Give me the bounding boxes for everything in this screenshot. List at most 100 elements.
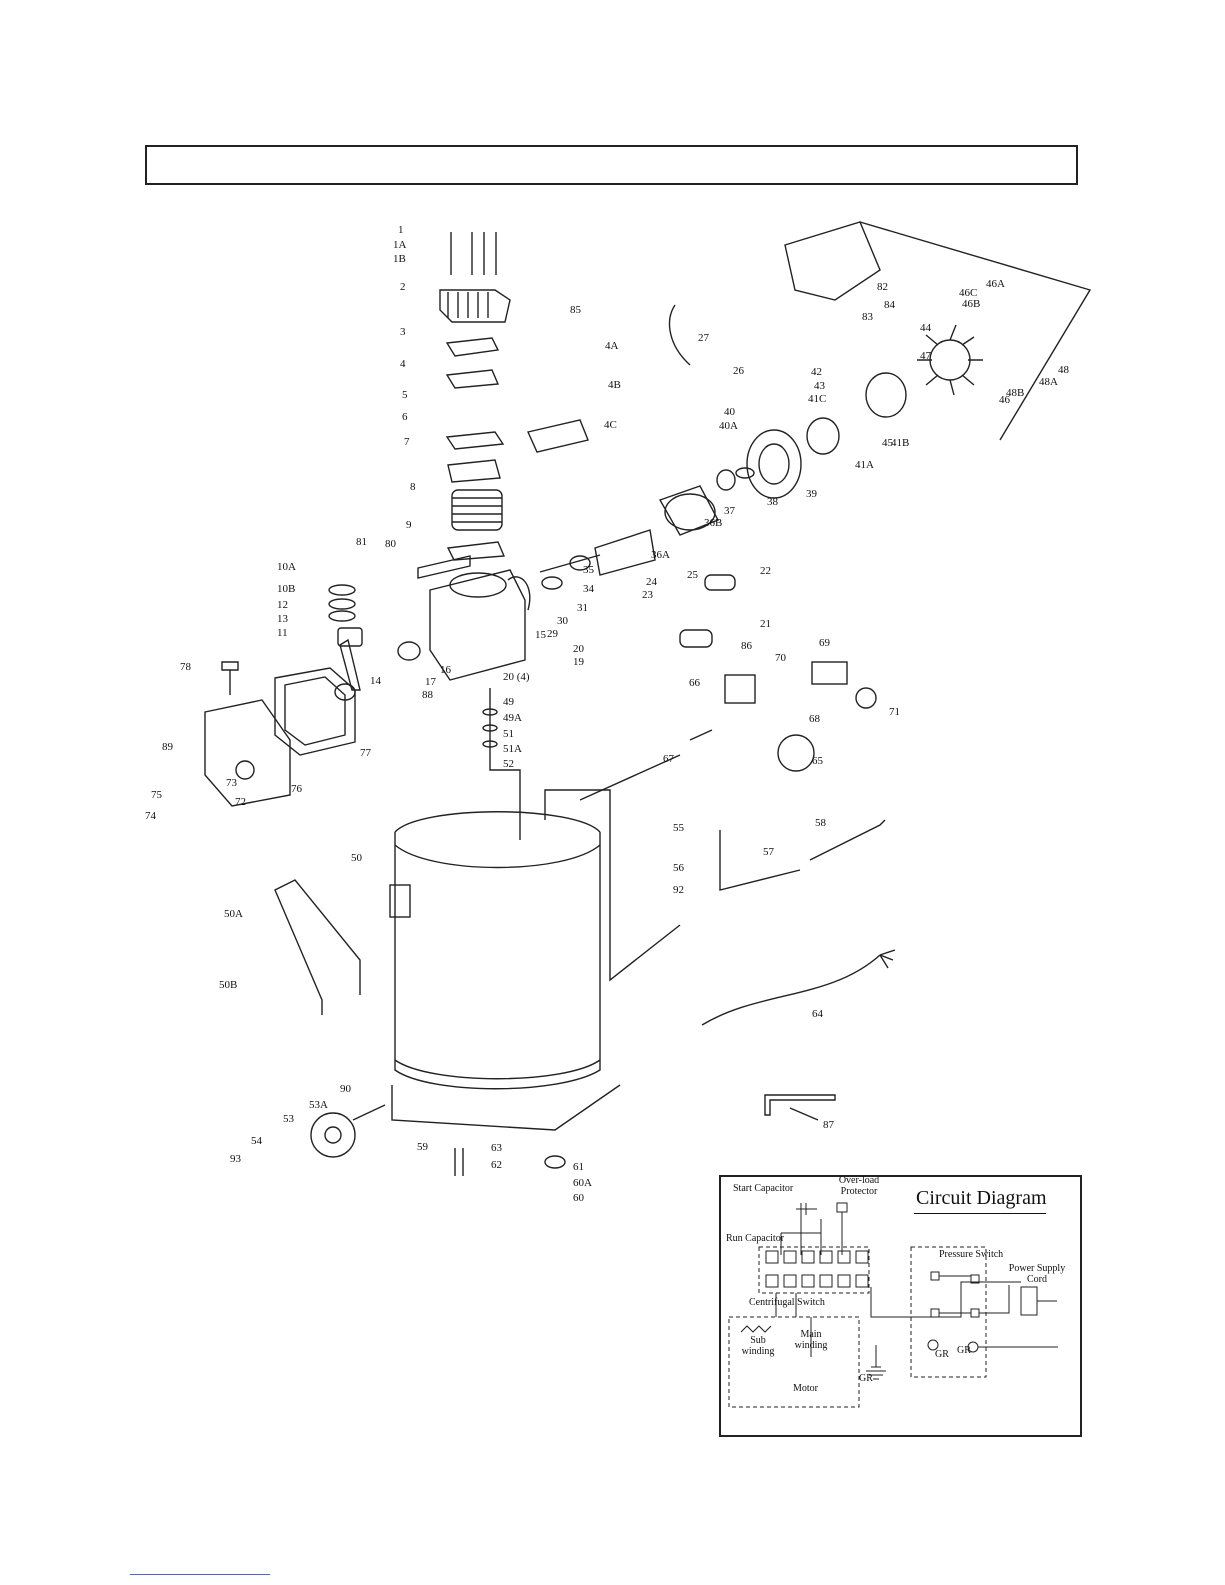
part-label: 62 (491, 1159, 502, 1171)
part-label: 24 (646, 576, 658, 588)
part-label: 4B (608, 379, 621, 391)
part-label: 65 (812, 755, 824, 767)
part-label: 44 (920, 322, 932, 334)
part-label: 89 (162, 741, 174, 753)
part-label: 51A (503, 743, 522, 755)
part-label: 9 (406, 519, 412, 531)
part-label: 47 (920, 350, 932, 362)
part-label: 86 (741, 640, 753, 652)
circuit-title: Circuit Diagram (916, 1187, 1047, 1209)
part-label: 39 (806, 488, 818, 500)
motor-label: Motor (793, 1383, 818, 1394)
part-label: 68 (809, 713, 821, 725)
part-label: 27 (698, 332, 710, 344)
part-label: 26 (733, 365, 745, 377)
part-label: 55 (673, 822, 685, 834)
part-label: 15 (535, 629, 547, 641)
part-label: 45 (882, 437, 894, 449)
part-label: 77 (360, 747, 372, 759)
part-label: 92 (673, 884, 684, 896)
part-label: 11 (277, 627, 288, 639)
part-label: 34 (583, 583, 595, 595)
part-label: 81 (356, 536, 367, 548)
part-label: 73 (226, 777, 238, 789)
part-label: 5 (402, 389, 408, 401)
part-label: 50A (224, 908, 243, 920)
part-label: 51 (503, 728, 514, 740)
part-label: 10B (277, 583, 295, 595)
part-label: 50 (351, 852, 363, 864)
part-label: 25 (687, 569, 699, 581)
part-label: 36A (651, 549, 670, 561)
part-label: 58 (815, 817, 827, 829)
part-label: 46A (986, 278, 1005, 290)
part-label: 66 (689, 677, 701, 689)
part-label: 83 (862, 311, 874, 323)
part-label: 3 (400, 326, 406, 338)
part-label: 49 (503, 696, 515, 708)
part-label: 13 (277, 613, 289, 625)
part-label: 67 (663, 753, 675, 765)
part-label: 52 (503, 758, 514, 770)
part-label: 50B (219, 979, 237, 991)
pressure-switch-label: Pressure Switch (939, 1249, 1004, 1260)
part-label: 2 (400, 281, 406, 293)
part-label: 4A (605, 340, 619, 352)
part-label: 43 (814, 380, 826, 392)
part-label: 6 (402, 411, 408, 423)
part-label: 23 (642, 589, 654, 601)
overload-protector-label: Over-load Protector (838, 1175, 880, 1197)
part-label: 14 (370, 675, 382, 687)
part-label: 8 (410, 481, 416, 493)
main-winding-label: Main winding (794, 1329, 828, 1351)
part-label: 12 (277, 599, 288, 611)
part-label: 20 (573, 643, 585, 655)
part-label: 42 (811, 366, 822, 378)
part-label: 22 (760, 565, 771, 577)
run-capacitor-label: Run Capacitor (726, 1233, 785, 1244)
part-label: 48 (1058, 364, 1070, 376)
gr-label: GR (957, 1345, 971, 1356)
part-label: 38 (767, 496, 779, 508)
part-label: 75 (151, 789, 163, 801)
part-label: 10A (277, 561, 296, 573)
part-label: 1A (393, 239, 407, 251)
part-label: 36B (704, 517, 722, 529)
gr-label: GR (935, 1349, 949, 1360)
part-label: 7 (404, 436, 410, 448)
start-capacitor-label: Start Capacitor (733, 1183, 794, 1194)
part-label: 64 (812, 1008, 824, 1020)
part-label: 48A (1039, 376, 1058, 388)
part-label: 46C (959, 287, 977, 299)
part-label: 29 (547, 628, 559, 640)
part-label: 16 (440, 664, 452, 676)
part-label: 4C (604, 419, 617, 431)
footer-rule (130, 1574, 270, 1575)
part-label: 37 (724, 505, 736, 517)
part-label: 41C (808, 393, 826, 405)
part-label: 76 (291, 783, 303, 795)
part-label: 93 (230, 1153, 242, 1165)
title-box (145, 145, 1078, 185)
part-label: 46B (962, 298, 980, 310)
power-supply-cord-label: Power Supply Cord (1008, 1263, 1066, 1285)
part-label: 63 (491, 1142, 503, 1154)
part-label: 84 (884, 299, 896, 311)
part-label: 56 (673, 862, 685, 874)
part-label: 60A (573, 1177, 592, 1189)
part-label: 40A (719, 420, 738, 432)
circuit-wiring (728, 1202, 1058, 1408)
part-label: 69 (819, 637, 831, 649)
part-label: 53 (283, 1113, 295, 1125)
part-label: 49A (503, 712, 522, 724)
part-label: 46 (999, 394, 1011, 406)
centrifugal-switch-label: Centrifugal Switch (749, 1297, 825, 1308)
part-label: 30 (557, 615, 569, 627)
part-label: 1B (393, 253, 406, 265)
part-label: 90 (340, 1083, 352, 1095)
circuit-title-underline (914, 1213, 1046, 1214)
part-label: 41A (855, 459, 874, 471)
part-label: 54 (251, 1135, 263, 1147)
part-label: 71 (889, 706, 900, 718)
